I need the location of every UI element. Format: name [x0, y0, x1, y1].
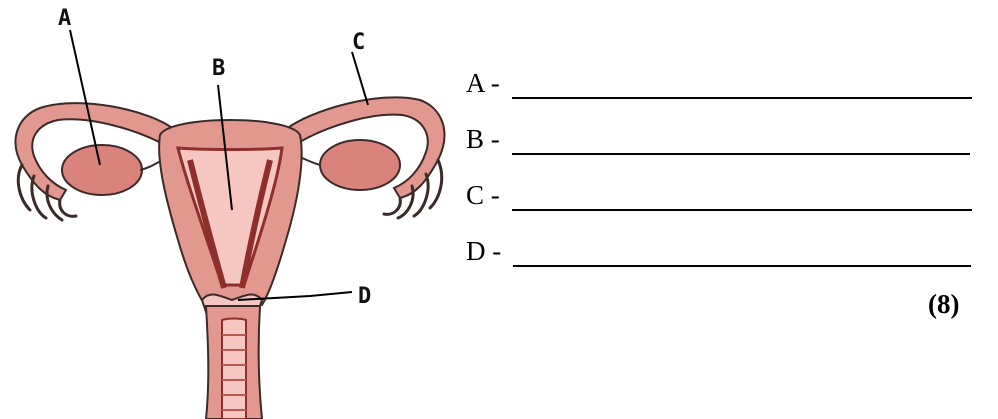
answer-blank-a[interactable] — [512, 75, 972, 99]
answer-blank-c[interactable] — [512, 187, 972, 211]
answer-prefix-b: B - — [466, 124, 500, 155]
answer-prefix-c: C - — [466, 180, 500, 211]
ovary-right — [320, 140, 400, 190]
callout-label-c: C — [352, 30, 365, 55]
vaginal-canal — [222, 319, 246, 419]
callout-line-c — [352, 52, 368, 105]
answer-line-d: D - — [466, 236, 971, 267]
callout-label-d: D — [358, 284, 371, 309]
callout-label-b: B — [212, 56, 225, 81]
callout-line-a — [70, 30, 100, 165]
answer-prefix-a: A - — [466, 68, 500, 99]
answer-line-b: B - — [466, 124, 970, 155]
callout-label-a: A — [58, 6, 71, 31]
answer-line-a: A - — [466, 68, 972, 99]
reproductive-system-diagram — [0, 0, 460, 419]
marks-label: (8) — [928, 289, 959, 320]
ovary-left — [62, 145, 142, 195]
answer-blank-b[interactable] — [512, 131, 970, 155]
answer-blank-d[interactable] — [513, 243, 971, 267]
answer-line-c: C - — [466, 180, 972, 211]
answer-prefix-d: D - — [466, 236, 501, 267]
